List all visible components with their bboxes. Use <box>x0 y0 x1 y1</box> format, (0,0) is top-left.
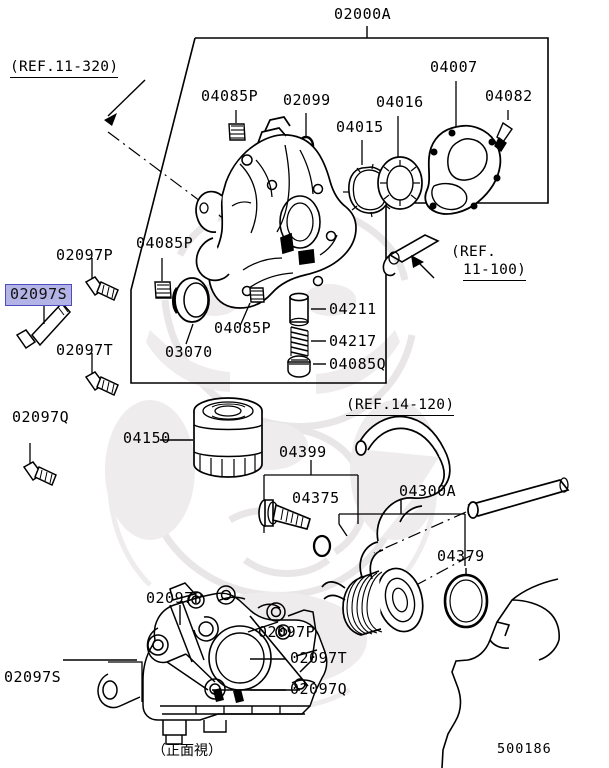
leader-lines-bottom <box>63 605 286 691</box>
part-04217-spring <box>290 326 309 357</box>
leader-04085P-low <box>239 302 251 327</box>
part-ref-11-100-pipe <box>382 234 440 277</box>
arrowhead-ref-11-320 <box>104 113 117 126</box>
ref-11-100: (REF. 11-100) <box>451 243 527 282</box>
part-04375-center-bolt <box>258 499 311 530</box>
part-03070-oil-seal <box>171 277 210 323</box>
label-04375: 04375 <box>292 489 340 507</box>
label-04217: 04217 <box>329 332 377 350</box>
part-02097Q-left-bolt <box>22 461 57 487</box>
label-02000A: 02000A <box>334 5 392 23</box>
part-04379-oring-inner <box>449 579 483 623</box>
label-02097Q-left: 02097Q <box>12 408 70 426</box>
oil-pump-housing <box>195 116 357 309</box>
label-04016: 04016 <box>376 93 424 111</box>
ref-11-100-line2: 11-100) <box>463 261 527 282</box>
bracket-04300A <box>338 513 466 566</box>
ref-14-120: (REF.14-120) <box>346 396 455 417</box>
label-04085P-mid: 04085P <box>136 234 194 252</box>
part-04016-outer-rotor <box>377 156 423 210</box>
label-04300A: 04300A <box>399 482 457 500</box>
label-04211: 04211 <box>329 300 377 318</box>
front-view-note: （正面視） <box>152 743 222 759</box>
part-04085P-top <box>228 123 246 141</box>
label-02097P-bottom-2: 02097P <box>258 623 316 641</box>
part-upper-right-pipe <box>467 477 570 519</box>
part-04379-oring <box>443 573 489 629</box>
part-04150-oil-filter <box>193 397 263 478</box>
part-02097P-left-bolt <box>84 276 119 302</box>
label-04085P-low: 04085P <box>214 319 272 337</box>
label-04015: 04015 <box>336 118 384 136</box>
ref-14-120-text: (REF.14-120) <box>346 396 455 417</box>
ref-11-320: (REF.11-320) <box>10 58 119 79</box>
label-02097Q-bottom: 02097Q <box>290 680 348 698</box>
label-02097S-bottom: 02097S <box>4 668 62 686</box>
part-04085P-low <box>249 287 265 303</box>
label-04082: 04082 <box>485 87 533 105</box>
label-03070: 03070 <box>165 343 213 361</box>
part-04211-plunger <box>289 292 309 327</box>
label-04085P-top: 04085P <box>201 87 259 105</box>
part-04007-cover <box>424 124 502 215</box>
label-04399: 04399 <box>279 443 327 461</box>
label-04150: 04150 <box>123 429 171 447</box>
label-02097P-bottom-1: 02097P <box>146 589 204 607</box>
part-04300A-oil-cooler <box>321 541 424 636</box>
leader-ref-11-320 <box>107 79 146 117</box>
diagram-number: 500186 <box>497 741 552 757</box>
part-02097S-left-bolt <box>15 301 72 350</box>
arrowhead-ref-11-100 <box>411 255 424 268</box>
engine-front-view <box>97 582 328 745</box>
leader-lines-top <box>235 81 509 165</box>
part-04375-oring <box>312 534 332 558</box>
part-04085Q-plug <box>287 355 311 378</box>
label-02099: 02099 <box>283 91 331 109</box>
part-04082-screw <box>494 121 513 153</box>
label-02097S-highlighted[interactable]: 02097S <box>5 284 73 306</box>
label-04085Q: 04085Q <box>329 355 387 373</box>
engine-block-contour-right <box>441 578 560 768</box>
part-02097T-left-bolt <box>84 371 119 397</box>
part-04085P-mid <box>154 281 172 299</box>
leader-03070 <box>185 323 194 345</box>
ref-11-100-line1: (REF. <box>451 244 497 260</box>
label-02097T-bottom: 02097T <box>290 649 348 667</box>
label-02097T-left: 02097T <box>56 341 114 359</box>
label-04007: 04007 <box>430 58 478 76</box>
ref-11-320-text: (REF.11-320) <box>10 58 119 79</box>
label-04379: 04379 <box>437 547 485 565</box>
label-02097P-left: 02097P <box>56 246 114 264</box>
part-ref-14-120-hoses <box>355 415 451 542</box>
